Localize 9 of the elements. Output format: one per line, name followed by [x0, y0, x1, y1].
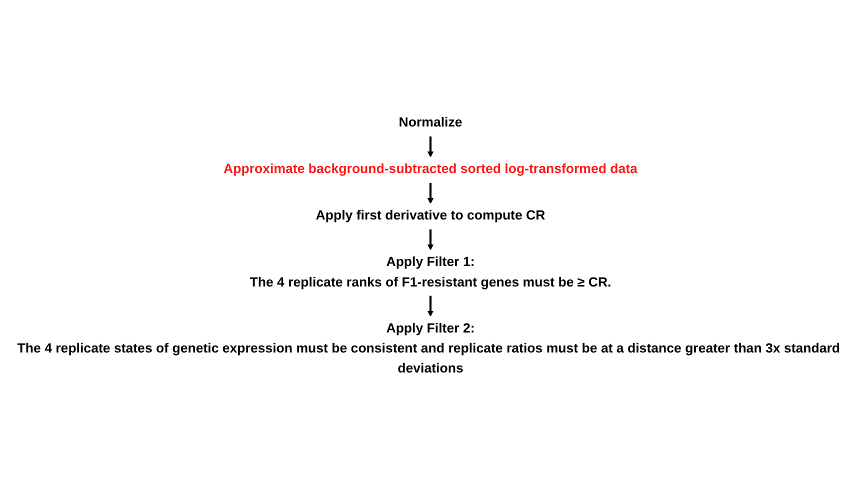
- arrow: [427, 182, 434, 204]
- arrow: [427, 136, 434, 158]
- node-text: Normalize: [398, 116, 462, 130]
- node-text: Apply first derivative to compute CR: [316, 208, 546, 224]
- node-text: Apply Filter 2: The 4 replicate states of genetic expression must be consistent and replicate ratios must be at a distance greater than 3x standard deviations: [17, 322, 840, 376]
- node-text: Apply Filter 1: The 4 replicate ranks of F1-resistant genes must be ≥ CR.: [250, 255, 612, 290]
- arrow: [427, 229, 434, 251]
- node-text: Approximate background-subtracted sorted log-transformed data: [224, 162, 638, 177]
- arrow: [427, 296, 434, 317]
